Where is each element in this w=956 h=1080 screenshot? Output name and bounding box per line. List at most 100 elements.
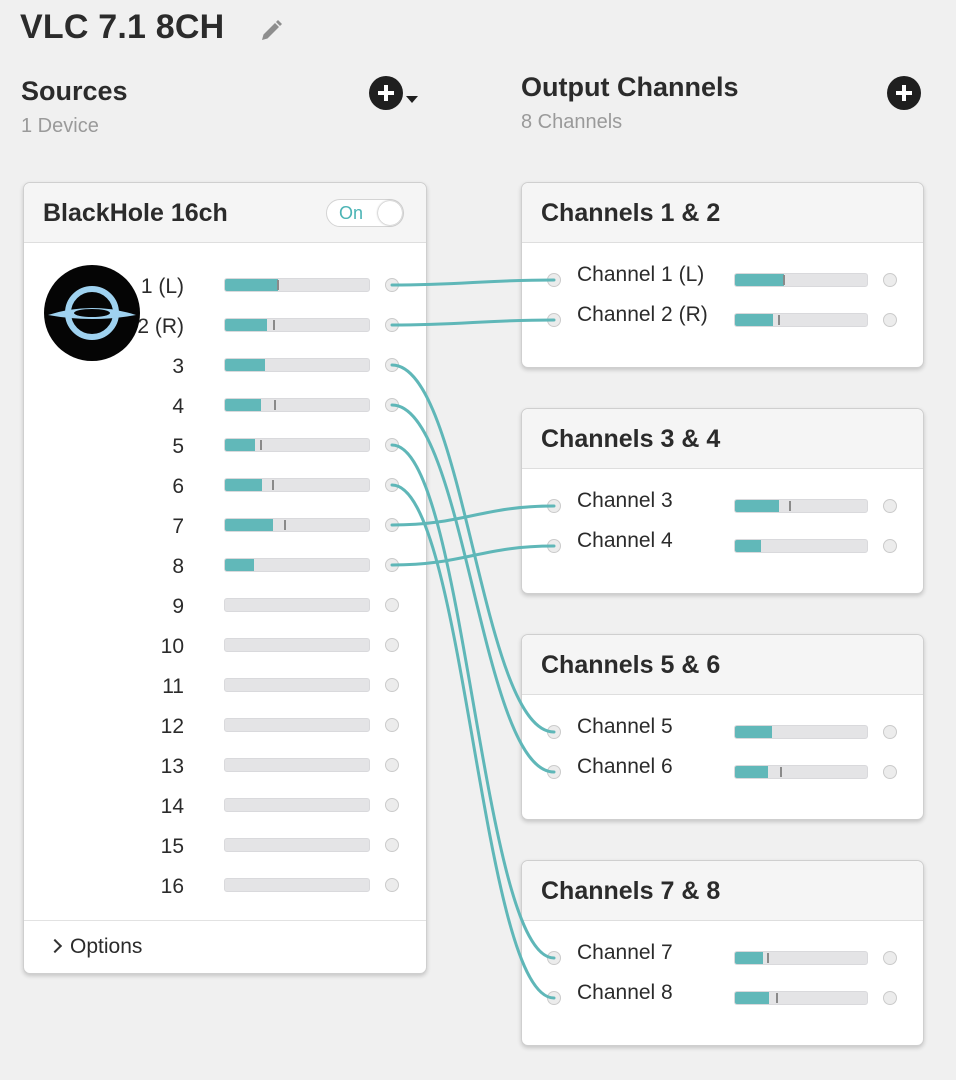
output-input-port[interactable] xyxy=(547,765,561,779)
source-channel-label: 8 xyxy=(172,555,184,578)
output-input-port[interactable] xyxy=(547,499,561,513)
source-channel-row: 8 xyxy=(24,545,426,585)
output-channel-port[interactable] xyxy=(883,313,897,327)
output-input-port[interactable] xyxy=(547,725,561,739)
level-fill xyxy=(735,540,762,552)
source-output-port[interactable] xyxy=(385,438,399,452)
preset-title: VLC 7.1 8CH xyxy=(20,8,225,46)
sources-title: Sources xyxy=(21,76,128,106)
level-meter xyxy=(224,838,370,852)
outputs-subtitle: 8 Channels xyxy=(521,111,623,133)
level-fill xyxy=(735,992,770,1004)
peak-marker xyxy=(767,953,769,963)
pencil-icon[interactable] xyxy=(258,18,284,44)
output-group-title: Channels 7 & 8 xyxy=(541,877,721,905)
add-source-plus-icon[interactable] xyxy=(369,76,403,110)
source-device-header: BlackHole 16ch On xyxy=(24,183,426,243)
level-fill xyxy=(735,726,772,738)
source-channel-row: 15 xyxy=(24,825,426,865)
output-channel-port[interactable] xyxy=(883,539,897,553)
source-channel-label: 13 xyxy=(160,755,184,778)
output-input-port[interactable] xyxy=(547,273,561,287)
level-meter xyxy=(224,438,370,452)
level-meter xyxy=(224,478,370,492)
output-channel-port[interactable] xyxy=(883,765,897,779)
toggle-label: On xyxy=(339,203,364,223)
level-fill xyxy=(225,439,256,451)
level-meter xyxy=(734,725,868,739)
output-input-port[interactable] xyxy=(547,951,561,965)
add-source-dropdown-icon[interactable] xyxy=(406,96,418,103)
level-fill xyxy=(225,479,263,491)
source-output-port[interactable] xyxy=(385,278,399,292)
source-output-port[interactable] xyxy=(385,838,399,852)
output-channel-port[interactable] xyxy=(883,273,897,287)
source-channel-label: 9 xyxy=(172,595,184,618)
source-output-port[interactable] xyxy=(385,598,399,612)
source-output-port[interactable] xyxy=(385,558,399,572)
source-output-port[interactable] xyxy=(385,678,399,692)
peak-marker xyxy=(272,320,275,330)
source-channel-label: 6 xyxy=(172,475,184,498)
source-channel-label: 2 (R) xyxy=(137,315,184,338)
level-fill xyxy=(735,952,763,964)
output-channel-label: Channel 4 xyxy=(577,529,673,552)
source-channel-label: 3 xyxy=(172,355,184,378)
source-channel-row: 1 (L) xyxy=(24,265,426,305)
source-output-port[interactable] xyxy=(385,718,399,732)
output-group-header: Channels 3 & 4 xyxy=(522,409,923,469)
output-channel-port[interactable] xyxy=(883,499,897,513)
level-fill xyxy=(225,359,266,371)
output-channel-label: Channel 5 xyxy=(577,715,673,738)
peak-marker xyxy=(782,275,785,285)
level-meter xyxy=(224,638,370,652)
source-output-port[interactable] xyxy=(385,518,399,532)
output-channel-port[interactable] xyxy=(883,725,897,739)
source-channel-row: 16 xyxy=(24,865,426,905)
outputs-title: Output Channels xyxy=(521,72,739,102)
source-output-port[interactable] xyxy=(385,638,399,652)
source-output-port[interactable] xyxy=(385,798,399,812)
source-output-port[interactable] xyxy=(385,878,399,892)
output-channel-label: Channel 7 xyxy=(577,941,673,964)
options-disclosure[interactable]: Options xyxy=(47,935,142,959)
source-output-port[interactable] xyxy=(385,398,399,412)
source-channel-row: 9 xyxy=(24,585,426,625)
source-channel-row: 12 xyxy=(24,705,426,745)
output-input-port[interactable] xyxy=(547,313,561,327)
blackhole-logo-icon xyxy=(44,265,140,361)
level-fill xyxy=(225,559,254,571)
source-channel-row: 11 xyxy=(24,665,426,705)
source-output-port[interactable] xyxy=(385,758,399,772)
output-group-header: Channels 5 & 6 xyxy=(522,635,923,695)
output-group-card: Channels 7 & 8 Channel 7 Channel 8 xyxy=(521,860,924,1046)
level-meter xyxy=(734,539,868,553)
source-channel-label: 1 (L) xyxy=(140,275,184,298)
device-on-toggle[interactable]: On xyxy=(326,199,404,227)
source-output-port[interactable] xyxy=(385,358,399,372)
level-meter xyxy=(224,358,370,372)
level-meter xyxy=(224,278,370,292)
level-fill xyxy=(225,319,267,331)
output-channel-label: Channel 8 xyxy=(577,981,673,1004)
level-fill xyxy=(225,279,279,291)
add-output-plus-icon[interactable] xyxy=(887,76,921,110)
level-meter xyxy=(224,798,370,812)
output-channel-port[interactable] xyxy=(883,991,897,1005)
level-fill xyxy=(735,274,784,286)
peak-marker xyxy=(274,400,277,410)
output-input-port[interactable] xyxy=(547,991,561,1005)
output-channel-port[interactable] xyxy=(883,951,897,965)
source-output-port[interactable] xyxy=(385,478,399,492)
source-channel-label: 14 xyxy=(160,795,184,818)
source-output-port[interactable] xyxy=(385,318,399,332)
sources-subtitle: 1 Device xyxy=(21,115,99,137)
level-meter xyxy=(224,598,370,612)
options-divider xyxy=(24,920,426,921)
output-input-port[interactable] xyxy=(547,539,561,553)
peak-marker xyxy=(780,767,783,777)
